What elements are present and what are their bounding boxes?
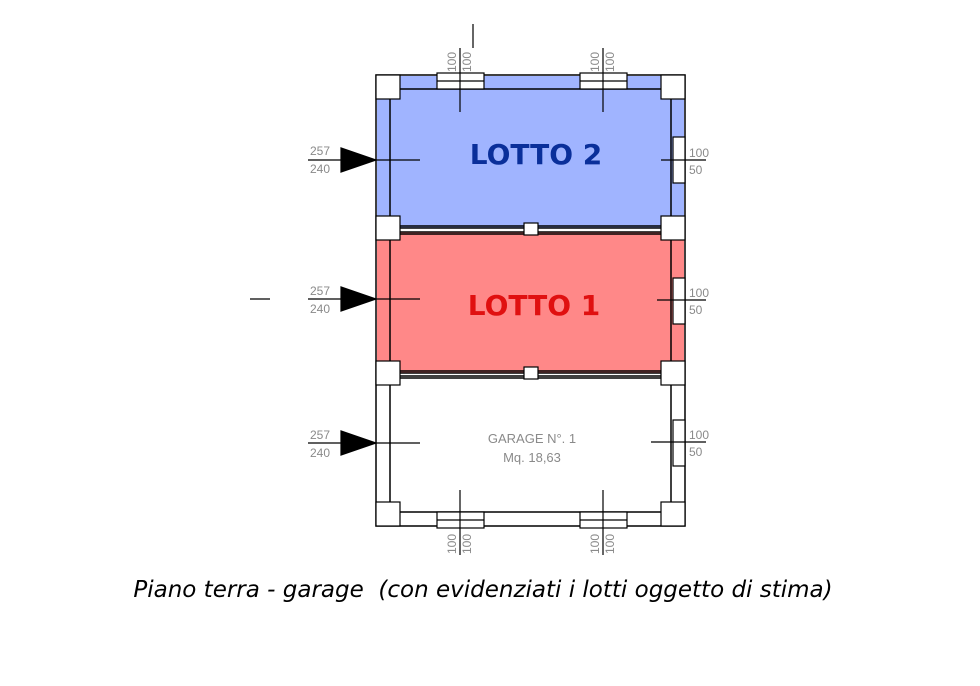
svg-text:100: 100 — [460, 534, 474, 554]
svg-text:257: 257 — [310, 144, 330, 158]
svg-text:240: 240 — [310, 446, 330, 460]
svg-text:100: 100 — [445, 52, 459, 72]
svg-text:100: 100 — [689, 428, 709, 442]
svg-text:50: 50 — [689, 303, 703, 317]
svg-text:240: 240 — [310, 302, 330, 316]
svg-text:100: 100 — [603, 534, 617, 554]
svg-text:257: 257 — [310, 284, 330, 298]
svg-text:257: 257 — [310, 428, 330, 442]
garage-name: GARAGE N°. 1 — [488, 431, 576, 446]
svg-text:100: 100 — [460, 52, 474, 72]
vent-dims: 100 50 100 50 100 50 — [689, 146, 709, 459]
svg-text:100: 100 — [603, 52, 617, 72]
door-dims: 257 240 257 240 257 240 — [310, 144, 330, 460]
right-vents — [651, 136, 706, 467]
svg-text:100: 100 — [588, 52, 602, 72]
lotto-2-area — [377, 76, 684, 228]
svg-text:240: 240 — [310, 162, 330, 176]
lotto-1-area — [377, 232, 684, 373]
garage-area: Mq. 18,63 — [503, 450, 561, 465]
door-arrows — [250, 147, 420, 456]
pillars — [375, 74, 686, 527]
svg-text:100: 100 — [689, 286, 709, 300]
lotto-1-label: LOTTO 1 — [468, 289, 601, 322]
svg-text:50: 50 — [689, 445, 703, 459]
top-window-dims: 100 100 100 100 — [445, 52, 617, 72]
bottom-window-dims: 100 100 100 100 — [445, 534, 617, 554]
bottom-windows — [436, 490, 628, 555]
svg-text:50: 50 — [689, 163, 703, 177]
top-windows — [436, 24, 628, 112]
floor-plan: 100 100 100 100 100 100 100 100 257 240 … — [250, 24, 709, 555]
svg-text:100: 100 — [689, 146, 709, 160]
lotto-2-label: LOTTO 2 — [470, 138, 603, 171]
svg-text:100: 100 — [445, 534, 459, 554]
caption: Piano terra - garage (con evidenziati i … — [133, 577, 833, 603]
svg-text:100: 100 — [588, 534, 602, 554]
